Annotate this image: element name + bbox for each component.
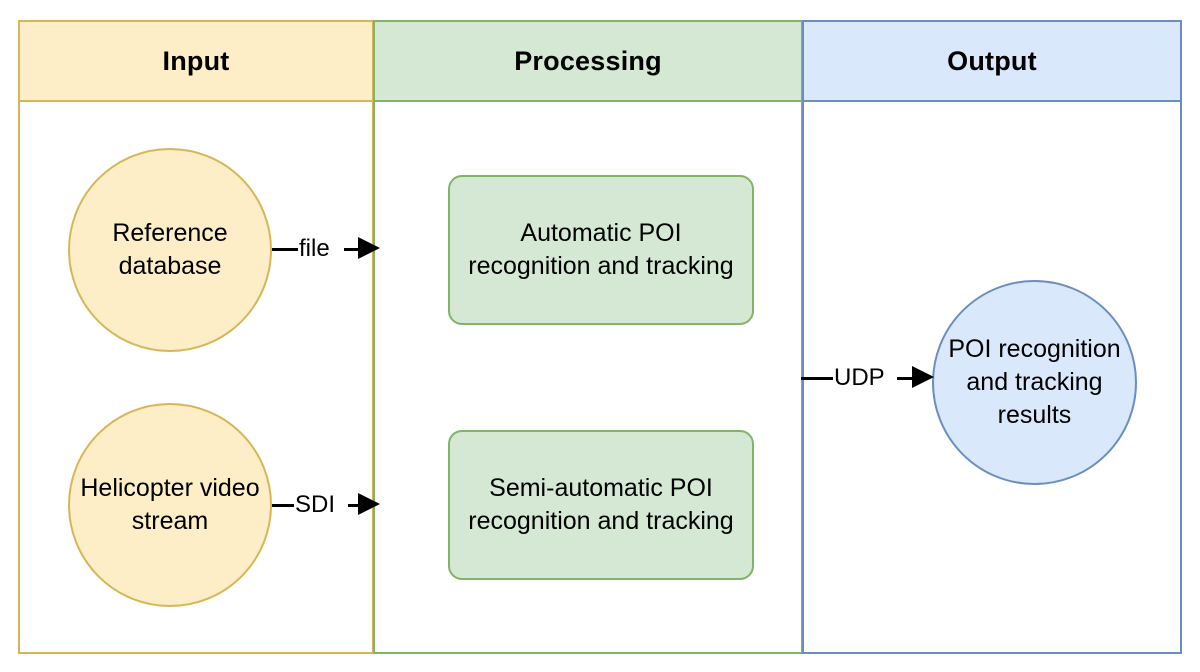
connector-line-sdi (272, 504, 294, 507)
connector-label-sdi: SDI (294, 491, 337, 519)
node-label-reference-database: Reference database (112, 218, 228, 280)
connector-stub-sdi (348, 504, 362, 507)
connector-stub-file (344, 248, 362, 251)
connector-line-udp (801, 377, 833, 380)
connector-stub-udp (897, 377, 915, 380)
swimlane-title-processing: Processing (514, 45, 662, 76)
swimlane-header-output: Output (802, 20, 1182, 102)
node-reference-database[interactable]: Reference database (68, 148, 272, 352)
node-label-helicopter-video-stream: Helicopter video stream (80, 473, 260, 535)
node-automatic-poi[interactable]: Automatic POI recognition and tracking (448, 175, 754, 325)
node-label-automatic-poi: Automatic POI recognition and tracking (468, 218, 734, 280)
connector-label-udp: UDP (833, 364, 886, 392)
swimlane-title-input: Input (162, 45, 230, 76)
arrow-right-icon (358, 237, 380, 259)
node-label-semi-automatic-poi: Semi-automatic POI recognition and track… (468, 473, 734, 535)
connector-udp[interactable]: UDP (801, 358, 934, 398)
swimlane-header-processing: Processing (373, 20, 803, 102)
connector-line-file (272, 248, 298, 251)
node-helicopter-video-stream[interactable]: Helicopter video stream (68, 403, 272, 607)
node-label-poi-results: POI recognition and tracking results (948, 334, 1121, 430)
connector-file[interactable]: file (272, 229, 380, 269)
node-semi-automatic-poi[interactable]: Semi-automatic POI recognition and track… (448, 430, 754, 580)
swimlane-header-input: Input (18, 20, 374, 102)
arrow-right-icon (358, 493, 380, 515)
arrow-right-icon (912, 366, 934, 388)
connector-sdi[interactable]: SDI (272, 485, 380, 525)
node-poi-results[interactable]: POI recognition and tracking results (932, 280, 1137, 485)
swimlane-title-output: Output (947, 45, 1037, 76)
connector-label-file: file (298, 235, 331, 263)
